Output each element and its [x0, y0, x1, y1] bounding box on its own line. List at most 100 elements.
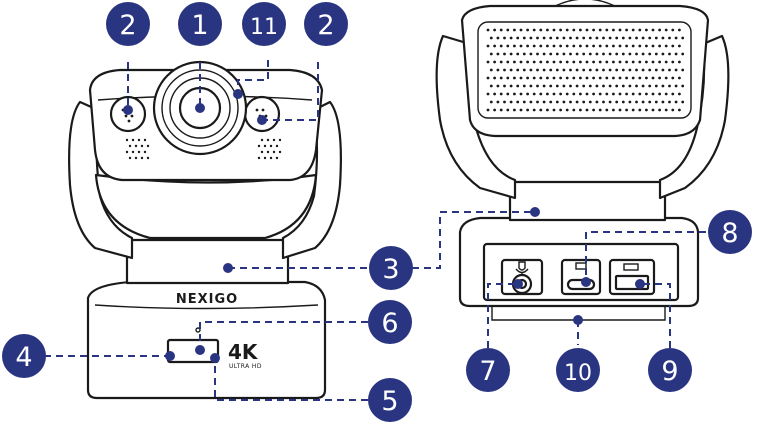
grille-dot — [615, 69, 618, 72]
grille-dot — [566, 45, 569, 48]
grille-dot — [553, 61, 556, 64]
grille-dot — [602, 85, 605, 88]
grille-dot — [625, 45, 628, 48]
grille-dot — [629, 53, 632, 56]
grille-dot — [510, 53, 513, 56]
grille-dot — [579, 61, 582, 64]
grille-dot — [622, 69, 625, 72]
grille-dot — [539, 93, 542, 96]
grille-dot — [665, 109, 668, 112]
grille-dot — [586, 109, 589, 112]
grille-dot — [523, 69, 526, 72]
grille-dot — [655, 101, 658, 104]
grille-dot — [645, 77, 648, 80]
grille-dot — [559, 61, 562, 64]
grille-dot — [556, 37, 559, 40]
grille-dot — [546, 77, 549, 80]
grille-dot — [579, 109, 582, 112]
grille-dot — [668, 101, 671, 104]
grille-dot — [655, 85, 658, 88]
grille-dot — [559, 45, 562, 48]
grille-dot — [530, 53, 533, 56]
grille-dot — [497, 101, 500, 104]
grille-dot — [490, 69, 493, 72]
grille-dot — [520, 93, 523, 96]
grille-dot — [536, 37, 539, 40]
grille-dot — [516, 101, 519, 104]
grille-dot — [526, 77, 529, 80]
grille-dot — [559, 93, 562, 96]
grille-dot — [622, 85, 625, 88]
grille-dot — [652, 61, 655, 64]
grille-dot — [681, 37, 684, 40]
grille-dot — [609, 101, 612, 104]
grille-dot — [500, 45, 503, 48]
grille-dot — [543, 85, 546, 88]
grille-dot — [632, 29, 635, 32]
grille-dot — [635, 101, 638, 104]
grille-dot — [510, 101, 513, 104]
grille-dot — [576, 85, 579, 88]
grille-dot — [513, 93, 516, 96]
grille-dot — [632, 109, 635, 112]
grille-dot — [487, 77, 490, 80]
grille-dot — [566, 61, 569, 64]
grille-dot — [665, 61, 668, 64]
grille-dot — [612, 109, 615, 112]
grille-dot — [605, 45, 608, 48]
grille-dot — [658, 29, 661, 32]
grille-dot — [619, 29, 622, 32]
grille-dot — [678, 93, 681, 96]
grille-dot — [662, 53, 665, 56]
grille-dot — [586, 29, 589, 32]
grille-dot — [493, 29, 496, 32]
grille-dot — [523, 101, 526, 104]
grille-dot — [648, 69, 651, 72]
grille-dot — [609, 53, 612, 56]
grille-dot — [625, 61, 628, 64]
grille-dot — [526, 29, 529, 32]
grille-dot — [625, 93, 628, 96]
grille-dot — [622, 37, 625, 40]
badge-ultra-hd: ULTRA HD — [229, 363, 262, 370]
grille-dot — [609, 69, 612, 72]
grille-dot — [500, 77, 503, 80]
grille-dot — [615, 101, 618, 104]
grille-dot — [510, 37, 513, 40]
callout-2-right-label: 2 — [317, 10, 334, 41]
grille-dot — [563, 69, 566, 72]
grille-dot — [671, 93, 674, 96]
grille-dot — [635, 69, 638, 72]
grille-dot — [681, 69, 684, 72]
grille-dot — [487, 61, 490, 64]
back-head — [462, 6, 708, 136]
grille-dot — [629, 85, 632, 88]
grille-dot — [671, 77, 674, 80]
grille-dot — [569, 101, 572, 104]
grille-dot — [553, 93, 556, 96]
grille-dot — [681, 101, 684, 104]
grille-dot — [536, 101, 539, 104]
grille-dot — [605, 29, 608, 32]
grille-dot — [599, 93, 602, 96]
callout-10-label: 10 — [564, 361, 592, 386]
grille-dot — [533, 109, 536, 112]
grille-dot — [546, 61, 549, 64]
grille-dot — [500, 61, 503, 64]
grille-dot — [582, 85, 585, 88]
grille-dot — [596, 69, 599, 72]
callout-11-label: 11 — [250, 15, 278, 40]
grille-dot — [513, 45, 516, 48]
callout-2-right: 2 — [304, 2, 348, 46]
grille-dot — [543, 37, 546, 40]
grille-dot — [586, 61, 589, 64]
grille-dot — [658, 109, 661, 112]
grille-dot — [642, 69, 645, 72]
grille-dot — [592, 61, 595, 64]
grille-dot — [520, 109, 523, 112]
grille-dot — [671, 61, 674, 64]
grille-dot — [546, 109, 549, 112]
grille-dot — [556, 53, 559, 56]
grille-dot — [510, 69, 513, 72]
